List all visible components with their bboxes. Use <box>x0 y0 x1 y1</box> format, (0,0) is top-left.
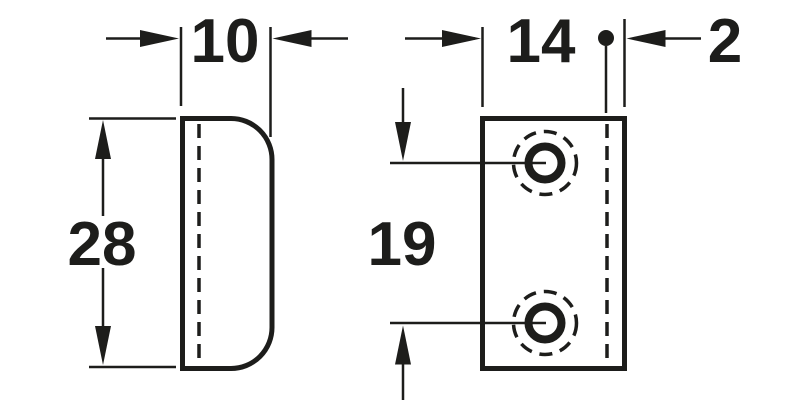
dim-label-hole-spacing: 19 <box>368 210 437 279</box>
dimension-edge-distance: 2 <box>623 7 742 107</box>
hole-bottom-bore-circle <box>524 302 566 344</box>
dimension-front-width: 14 <box>405 7 614 113</box>
dim-label-front-width: 14 <box>507 7 576 76</box>
arrowhead-left-pointing <box>272 30 312 47</box>
front-view-outline <box>480 116 627 371</box>
front-view <box>390 116 627 371</box>
dim-label-edge-distance: 2 <box>708 7 742 76</box>
arrowhead-down-pointing <box>395 122 411 161</box>
dim-label-side-width: 10 <box>191 7 260 76</box>
arrowhead-up-pointing <box>395 325 411 365</box>
arrowhead-right-pointing <box>442 30 481 47</box>
hole-top-bore-circle <box>524 142 566 184</box>
hole-top-dashed-circle <box>511 129 579 197</box>
side-view-outline <box>180 116 275 371</box>
dim-label-side-height: 28 <box>68 210 137 279</box>
dimension-hole-spacing: 19 <box>368 88 437 400</box>
hole-bottom <box>390 289 579 357</box>
arrowhead-right-pointing <box>140 30 179 47</box>
dimension-side-width: 10 <box>106 7 348 137</box>
arrowhead-up-pointing <box>95 120 111 159</box>
arrowhead-down-pointing <box>95 326 111 365</box>
hole-bottom-dashed-circle <box>511 289 579 357</box>
dimension-endpoint-dot <box>598 30 614 46</box>
hole-top <box>390 129 579 197</box>
dimension-side-height: 28 <box>68 117 176 369</box>
arrowhead-left-pointing <box>626 30 666 47</box>
side-view <box>180 116 275 371</box>
